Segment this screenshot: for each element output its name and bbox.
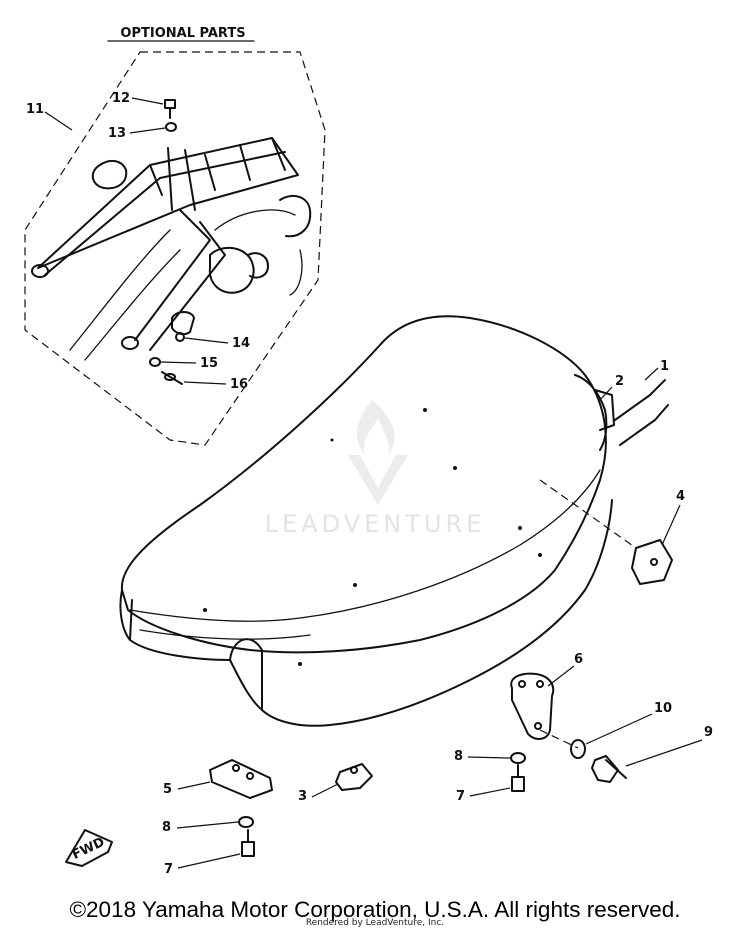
leadventure-watermark: LEADVENTURE <box>265 400 486 538</box>
callout-4: 4 <box>676 489 685 504</box>
optional-hardware <box>149 99 195 385</box>
callout-3: 3 <box>298 789 307 804</box>
part-7-bolt-right <box>511 764 525 792</box>
watermark-text: LEADVENTURE <box>265 510 486 538</box>
callout-8-left: 8 <box>162 820 171 835</box>
callout-16: 16 <box>230 377 248 392</box>
callout-8-right: 8 <box>454 749 463 764</box>
seat-assembly <box>119 315 669 727</box>
part-8-washer-right <box>510 752 526 764</box>
callout-14: 14 <box>232 336 250 351</box>
callouts: 11 12 13 14 15 16 1 2 4 6 10 9 8 7 5 3 8 <box>26 91 713 877</box>
callout-10: 10 <box>654 701 672 716</box>
callout-7-left: 7 <box>164 862 173 877</box>
callout-5: 5 <box>163 782 172 797</box>
part-4-clip <box>539 479 673 585</box>
copyright-notice: ©2018 Yamaha Motor Corporation, U.S.A. A… <box>69 897 681 922</box>
callout-11: 11 <box>26 102 44 117</box>
callout-15: 15 <box>200 356 218 371</box>
part-10-washer <box>570 739 586 759</box>
optional-parts-boundary <box>24 51 326 446</box>
rendered-by-note: Rendered by LeadVenture, Inc. <box>305 918 445 928</box>
forward-arrow: FWD <box>65 829 113 867</box>
part-8-washer-left <box>238 816 254 828</box>
optional-parts-title: OPTIONAL PARTS <box>120 26 245 41</box>
part-7-bolt-left <box>241 829 255 857</box>
callout-13: 13 <box>108 126 126 141</box>
part-9-knob-bolt <box>591 755 627 783</box>
callout-2: 2 <box>615 374 624 389</box>
callout-6: 6 <box>574 652 583 667</box>
part-6-bracket <box>510 672 579 749</box>
rear-carrier-rack <box>31 137 312 361</box>
part-3-clip <box>335 763 373 791</box>
callout-12: 12 <box>112 91 130 106</box>
optional-parts-heading: OPTIONAL PARTS <box>107 26 255 42</box>
callout-1: 1 <box>660 359 669 374</box>
part-5-plate <box>209 759 273 799</box>
callout-7-right: 7 <box>456 789 465 804</box>
fwd-label: FWD <box>70 835 107 863</box>
callout-9: 9 <box>704 725 713 740</box>
